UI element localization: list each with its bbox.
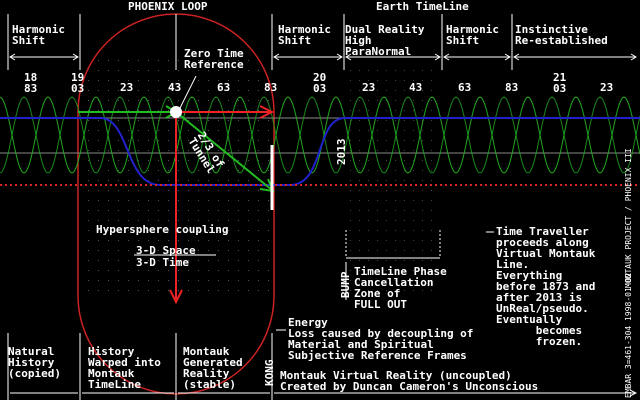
year-label: 63 bbox=[217, 81, 231, 94]
year-label: 63 bbox=[458, 81, 472, 94]
history-warped-label: History Warped into Montauk TimeLine bbox=[88, 345, 161, 391]
year-label: 83 bbox=[264, 81, 278, 94]
zero-time-pointer bbox=[179, 75, 197, 109]
year-label: 23 bbox=[362, 81, 376, 94]
span-arrow-head-right bbox=[336, 53, 343, 61]
montauk-generated-label: Montauk Generated Reality (stable) bbox=[183, 345, 243, 391]
span-arrow-head-right bbox=[630, 53, 637, 61]
kong-label: KONG bbox=[263, 359, 276, 387]
year-label: 19 03 bbox=[71, 71, 85, 95]
energy-loss-label: Energy Loss caused by decoupling of Mate… bbox=[288, 316, 474, 362]
hypersphere-label: Hypersphere coupling bbox=[96, 223, 229, 236]
year-label: 18 83 bbox=[24, 71, 38, 95]
span-arrow-head-left bbox=[9, 53, 16, 61]
phoenix-loop-title: PHOENIX LOOP bbox=[128, 0, 208, 13]
harmonic-wave bbox=[0, 96, 640, 174]
span-arrow-head-left bbox=[443, 53, 450, 61]
span-arrow-head-right bbox=[504, 53, 511, 61]
cancellation-label: TimeLine Phase Cancellation Zone of FULL… bbox=[354, 265, 447, 311]
year-label: 43 bbox=[168, 81, 182, 94]
natural-history-label: Natural History (copied) bbox=[8, 345, 61, 380]
dual-reality-label: Dual Reality High ParaNormal bbox=[345, 23, 425, 58]
dual-reality-dot-pattern bbox=[350, 70, 432, 291]
year-label: 23 bbox=[120, 81, 134, 94]
time-traveller-label: Time Traveller proceeds along Virtual Mo… bbox=[496, 225, 596, 348]
earth-timeline-curve bbox=[0, 117, 640, 186]
span-arrow-head-left bbox=[345, 53, 352, 61]
tunnel-arrow bbox=[175, 111, 273, 191]
year-label: 23 bbox=[600, 81, 614, 94]
harmonic-shift-mid-label: Harmonic Shift bbox=[278, 23, 331, 47]
earth-timeline-title: Earth TimeLine bbox=[376, 0, 469, 13]
span-arrow-head-right bbox=[434, 53, 441, 61]
year-label: 83 bbox=[505, 81, 519, 94]
span-arrow-head-right bbox=[72, 53, 79, 61]
year-label: 20 03 bbox=[313, 71, 327, 95]
harmonic-shift-right-label: Harmonic Shift bbox=[446, 23, 499, 47]
year-2013-label: 2013 bbox=[335, 138, 348, 166]
loop-dot-pattern bbox=[88, 60, 269, 291]
harmonic-wave-shifted bbox=[0, 96, 640, 174]
arrow-head-right bbox=[259, 105, 275, 119]
space-label: 3-D Space bbox=[136, 244, 196, 257]
zero-time-point bbox=[170, 106, 182, 118]
span-arrow-head-left bbox=[273, 53, 280, 61]
instinctive-label: Instinctive Re-established bbox=[515, 23, 608, 47]
phoenix-loop-outline bbox=[77, 13, 275, 395]
virtual-reality-span-head bbox=[629, 389, 638, 397]
bump-label: BUMP bbox=[339, 271, 352, 299]
montauk-virtual-label: Montauk Virtual Reality (uncoupled) Crea… bbox=[280, 369, 539, 393]
year-label: 21 03 bbox=[553, 71, 567, 95]
span-arrow-head-left bbox=[513, 53, 520, 61]
side-id-label: EMBAR 3=461-304 1998-01-02 bbox=[624, 272, 633, 398]
year-label: 43 bbox=[409, 81, 423, 94]
harmonic-shift-left-label: Harmonic Shift bbox=[12, 23, 65, 47]
arrow-head-down bbox=[169, 289, 183, 305]
zero-time-reference-label: Zero Time Reference bbox=[184, 47, 244, 71]
time-label: 3-D Time bbox=[136, 256, 189, 269]
side-credit-label: MONTAUK PROJECT / PHOENIX III bbox=[624, 148, 633, 288]
